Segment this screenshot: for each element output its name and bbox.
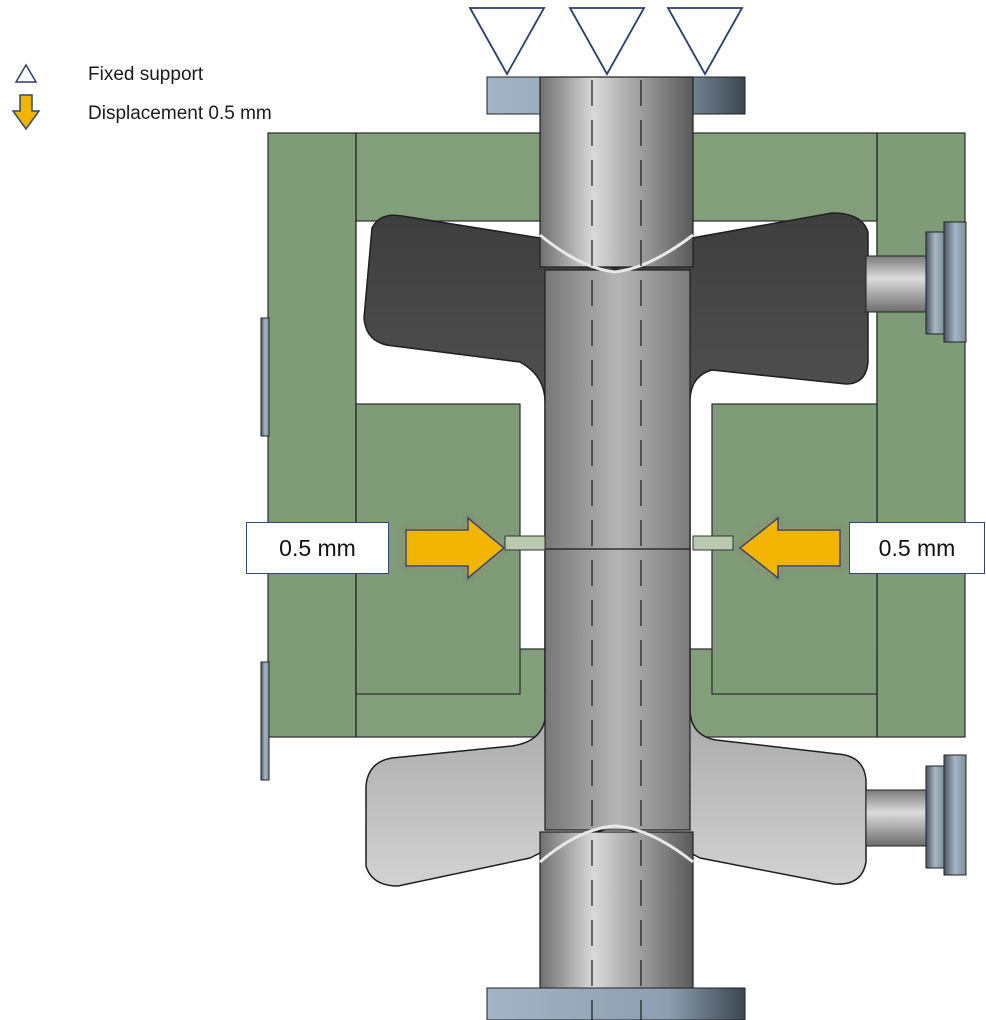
fixed-support-icon — [14, 63, 38, 83]
right-nozzle-lower — [865, 754, 967, 876]
top-pipe — [539, 76, 694, 268]
left-side-plate-upper — [260, 317, 270, 437]
displacement-icon — [11, 94, 41, 131]
central-body — [544, 269, 691, 831]
top-pipe-saddle — [539, 233, 694, 274]
left-displacement-callout: 0.5 mm — [246, 522, 389, 574]
fixed-support-triangle-1 — [468, 7, 546, 76]
fixed-supports — [468, 7, 744, 76]
legend-displacement-label: Displacement 0.5 mm — [88, 103, 272, 124]
centerlines — [545, 80, 690, 1020]
fixed-support-triangle-2 — [568, 7, 646, 76]
bottom-flange — [486, 987, 746, 1020]
legend-fixed-support-label: Fixed support — [88, 64, 204, 85]
left-side-plate-lower — [260, 661, 270, 781]
legend — [11, 63, 41, 131]
bottom-pipe-saddle — [539, 824, 694, 864]
right-displacement-arrow — [738, 516, 841, 580]
right-contact-pin — [692, 535, 734, 551]
left-contact-pin — [504, 535, 546, 551]
right-displacement-callout: 0.5 mm — [849, 522, 985, 574]
fixed-support-triangle-3 — [666, 7, 744, 76]
frame-left-post — [267, 132, 357, 738]
left-displacement-arrow — [405, 516, 506, 580]
right-nozzle-upper — [865, 221, 967, 343]
